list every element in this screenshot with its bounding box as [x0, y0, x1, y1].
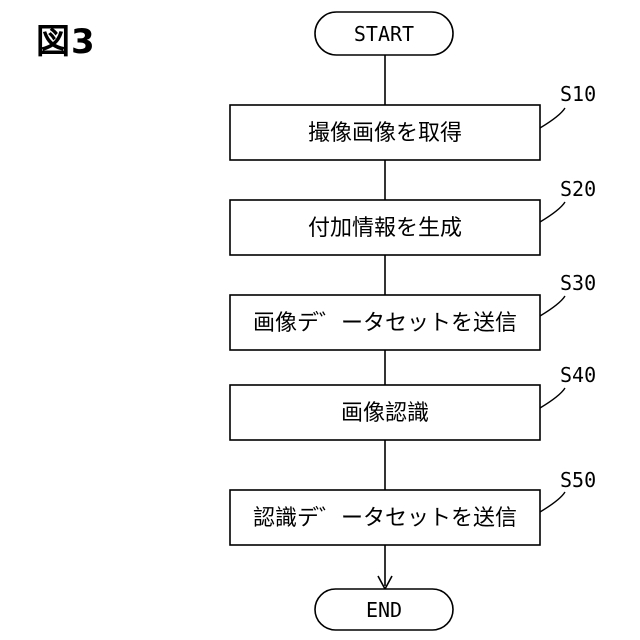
step-label: 認識デ゛ータセットを送信 — [253, 506, 517, 531]
step-id: S30 — [560, 271, 596, 295]
step-id-leader — [540, 296, 565, 316]
step-id-leader — [540, 388, 565, 408]
start-terminal: START — [315, 12, 453, 55]
step-id: S10 — [560, 82, 596, 106]
step-id-leader — [540, 108, 565, 128]
end-label: END — [366, 598, 402, 622]
step-id-leader — [540, 202, 565, 222]
start-label: START — [354, 22, 414, 46]
step-s30: 画像デ゛ータセットを送信 S30 — [230, 271, 596, 350]
step-s50: 認識デ゛ータセットを送信 S50 — [230, 468, 596, 545]
step-s40: 画像認識 S40 — [230, 363, 596, 440]
step-label: 付加情報を生成 — [308, 216, 462, 241]
step-label: 撮像画像を取得 — [308, 121, 462, 146]
step-label: 画像認識 — [341, 401, 429, 426]
end-terminal: END — [315, 589, 453, 630]
step-label: 画像デ゛ータセットを送信 — [253, 311, 517, 336]
step-s20: 付加情報を生成 S20 — [230, 177, 596, 255]
step-id: S20 — [560, 177, 596, 201]
step-id: S40 — [560, 363, 596, 387]
step-s10: 撮像画像を取得 S10 — [230, 82, 596, 160]
step-id-leader — [540, 492, 565, 512]
step-id: S50 — [560, 468, 596, 492]
